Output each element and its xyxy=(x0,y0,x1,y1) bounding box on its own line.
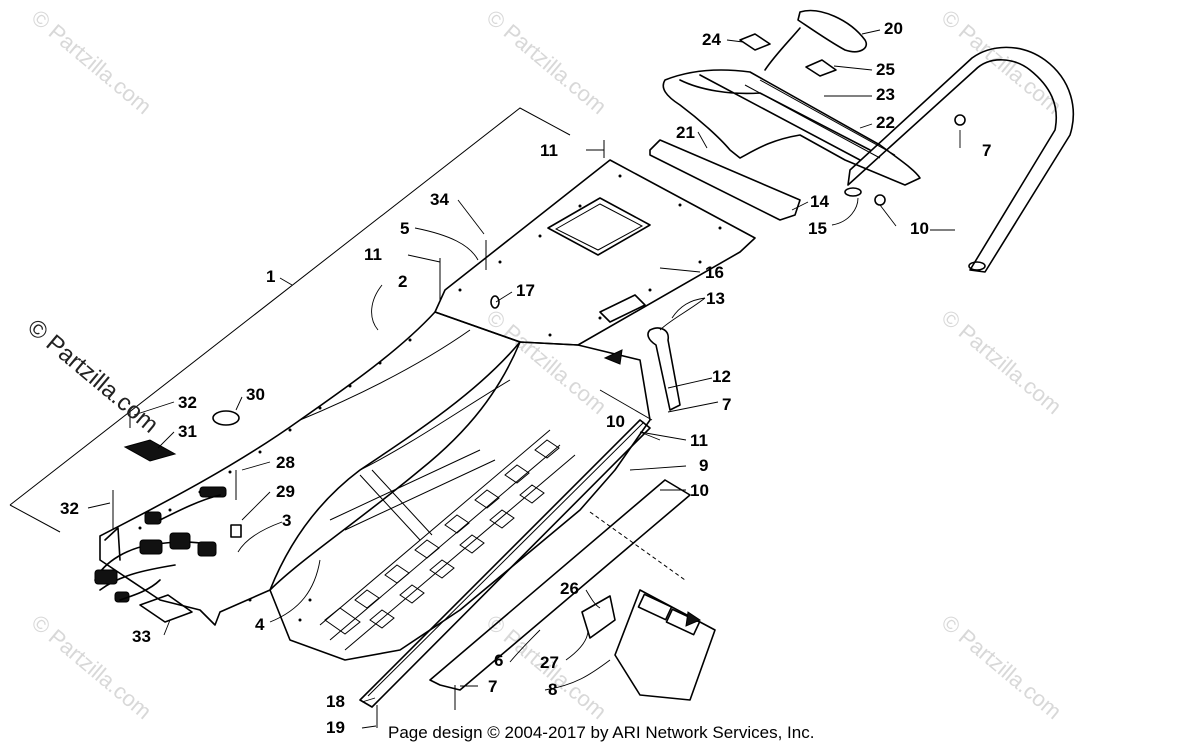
callout-7-bottom: 7 xyxy=(488,677,497,696)
watermark-faint: © Partzilla.com xyxy=(27,5,157,119)
ring-clip xyxy=(212,410,240,426)
decal xyxy=(139,594,193,623)
callout-10-top: 10 xyxy=(910,219,929,238)
callout-7-top: 7 xyxy=(982,141,991,160)
callout-22: 22 xyxy=(876,113,895,132)
footrest-bracket xyxy=(581,589,716,701)
callout-14: 14 xyxy=(810,192,829,211)
callout-1: 1 xyxy=(266,267,275,286)
callout-27: 27 xyxy=(540,653,559,672)
rivet-holes xyxy=(138,174,722,622)
callout-labels: 1 2 3 4 5 6 7 7 7 8 9 10 10 10 11 11 11 … xyxy=(60,19,991,737)
callout-11-top: 11 xyxy=(540,141,558,160)
tunnel-assembly xyxy=(99,159,756,661)
callout-16: 16 xyxy=(705,263,724,282)
callout-11-right: 11 xyxy=(690,431,708,450)
callout-30: 30 xyxy=(246,385,265,404)
callout-11-left: 11 xyxy=(364,245,382,264)
slide-rail xyxy=(429,479,691,691)
callout-9: 9 xyxy=(699,456,708,475)
callout-28: 28 xyxy=(276,453,295,472)
connector-icon xyxy=(169,532,191,550)
decal-plate xyxy=(123,439,177,462)
watermark-main: © Partzilla.com xyxy=(22,314,163,439)
callout-5: 5 xyxy=(400,219,409,238)
connector-icon xyxy=(199,486,227,498)
callout-32-left: 32 xyxy=(60,499,79,518)
callout-34: 34 xyxy=(430,190,449,209)
running-board-rails xyxy=(359,419,691,708)
callout-10-mid: 10 xyxy=(606,412,625,431)
callout-7-mid: 7 xyxy=(722,395,731,414)
assembly-bracket xyxy=(9,107,571,533)
connector-icon xyxy=(139,539,163,555)
callout-26: 26 xyxy=(560,579,579,598)
callout-13: 13 xyxy=(706,289,725,308)
callout-17: 17 xyxy=(516,281,535,300)
watermark-faint: © Partzilla.com xyxy=(937,610,1067,724)
bracket-plate xyxy=(581,595,616,639)
callout-29: 29 xyxy=(276,482,295,501)
callout-18: 18 xyxy=(326,692,345,711)
decal-small xyxy=(739,33,771,51)
connector-icon xyxy=(94,569,118,585)
rear-bumper xyxy=(847,46,1075,273)
callout-6: 6 xyxy=(494,651,503,670)
hardware xyxy=(112,114,966,728)
hitch-links xyxy=(599,294,681,411)
callout-12: 12 xyxy=(712,367,731,386)
callout-25: 25 xyxy=(876,60,895,79)
callout-19: 19 xyxy=(326,718,345,737)
callout-2: 2 xyxy=(398,272,407,291)
callout-32-top: 32 xyxy=(178,393,197,412)
callout-23: 23 xyxy=(876,85,895,104)
rear-handle xyxy=(797,9,867,53)
watermark-faint: © Partzilla.com xyxy=(937,305,1067,419)
watermark-faint: © Partzilla.com xyxy=(482,5,612,119)
callout-4: 4 xyxy=(255,615,265,634)
running-board-rail xyxy=(359,419,651,708)
decal-small xyxy=(805,59,837,77)
callout-3: 3 xyxy=(282,511,291,530)
callout-10-bottom: 10 xyxy=(690,481,709,500)
wiring-harness xyxy=(94,486,227,603)
callout-20: 20 xyxy=(884,19,903,38)
callout-15: 15 xyxy=(808,219,827,238)
callout-21: 21 xyxy=(676,123,695,142)
connector-icon xyxy=(144,511,162,525)
callout-31: 31 xyxy=(178,422,197,441)
rear-strip xyxy=(649,139,801,221)
callout-8: 8 xyxy=(548,680,557,699)
callout-24: 24 xyxy=(702,30,721,49)
connector-icon xyxy=(197,541,217,557)
arrow-marker xyxy=(685,611,702,627)
footer-copyright: Page design © 2004-2017 by ARI Network S… xyxy=(388,723,814,742)
arrow-marker xyxy=(603,349,623,365)
callout-33: 33 xyxy=(132,627,151,646)
floor-cutouts xyxy=(319,429,576,651)
rear-rack-assembly xyxy=(649,9,1075,273)
callout-leaders xyxy=(87,29,961,729)
